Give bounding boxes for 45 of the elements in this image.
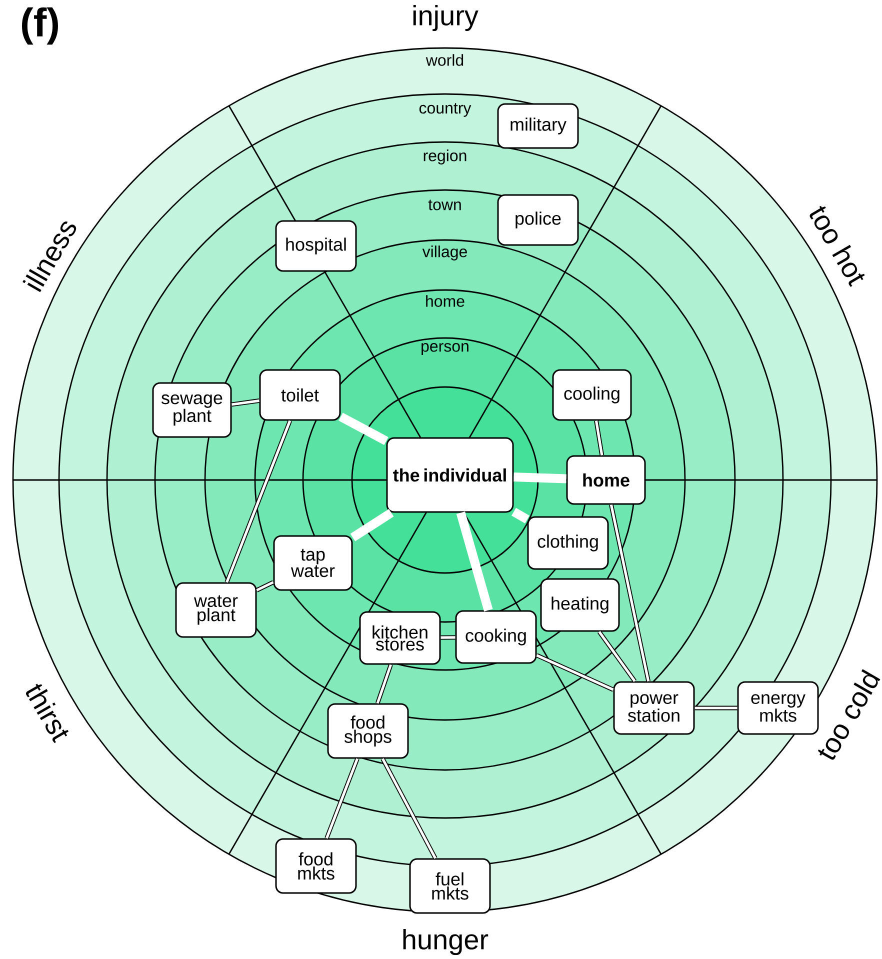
rounded-box: cooling bbox=[552, 369, 632, 421]
sector-label: too hot bbox=[810, 206, 865, 287]
thick-connector bbox=[514, 472, 566, 484]
sector-label: injury bbox=[413, 4, 478, 32]
rounded-box: heating bbox=[540, 578, 620, 632]
ring-label: town bbox=[428, 200, 461, 210]
bold-box: the individual bbox=[386, 437, 514, 513]
ring-label: home bbox=[426, 295, 464, 307]
rounded-box: energy mkts bbox=[737, 681, 819, 735]
thick-connector bbox=[512, 508, 530, 524]
thick-connector bbox=[456, 512, 493, 612]
panel-letter: (f) bbox=[22, 7, 58, 45]
rounded-box: military bbox=[497, 103, 579, 149]
double-line-connector bbox=[440, 635, 456, 640]
double-line-connector bbox=[375, 664, 393, 704]
double-line-connector bbox=[324, 758, 360, 840]
rounded-box: hospital bbox=[275, 220, 357, 272]
rounded-box: police bbox=[497, 194, 579, 246]
rounded-box: food shops bbox=[327, 703, 409, 759]
double-line-connector bbox=[231, 398, 260, 407]
double-line-connector bbox=[536, 653, 614, 692]
double-line-connector bbox=[594, 420, 604, 456]
rounded-box: clothing bbox=[527, 516, 609, 570]
rounded-box: tap water bbox=[273, 535, 353, 591]
rounded-box: food mkts bbox=[275, 838, 357, 894]
rounded-box: cooking bbox=[455, 610, 537, 664]
rounded-box: fuel mkts bbox=[409, 858, 491, 914]
sector-label: hunger bbox=[403, 928, 488, 956]
ring-label: village bbox=[422, 246, 467, 260]
double-line-connector bbox=[256, 580, 274, 592]
rounded-box: water plant bbox=[175, 582, 257, 638]
ring-label: country bbox=[419, 103, 472, 117]
double-line-connector bbox=[694, 706, 738, 710]
bold-box: home bbox=[566, 455, 646, 505]
ring-label: person bbox=[422, 343, 468, 355]
double-line-connector bbox=[224, 420, 292, 584]
double-line-connector bbox=[609, 504, 651, 682]
ring-label: world bbox=[426, 54, 464, 66]
rounded-box: sewage plant bbox=[152, 382, 232, 438]
ring-label: region bbox=[424, 150, 466, 164]
double-line-connector bbox=[380, 758, 438, 860]
rounded-box: power station bbox=[613, 681, 695, 735]
double-line-connector bbox=[597, 630, 637, 683]
rounded-box: kitchen stores bbox=[359, 611, 441, 665]
rounded-box: toilet bbox=[259, 369, 341, 421]
